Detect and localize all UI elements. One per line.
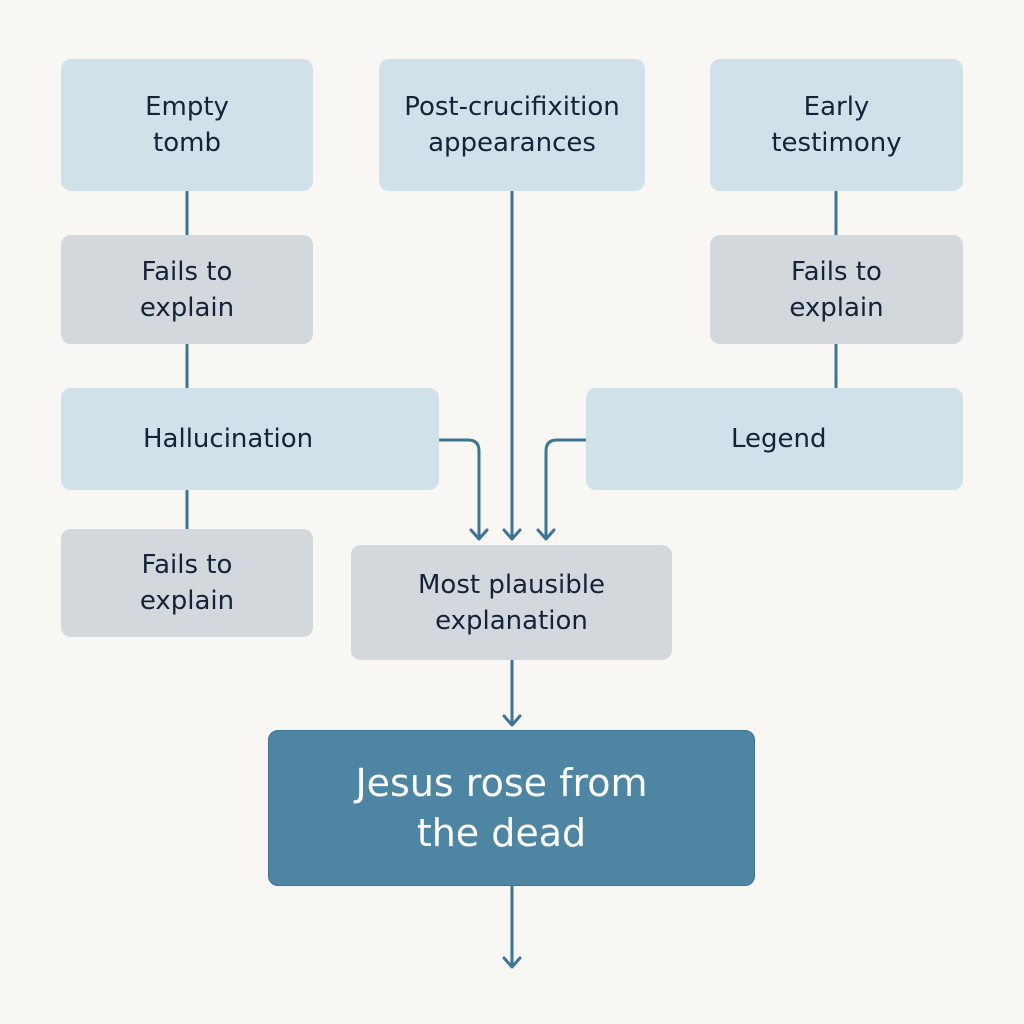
node-conclusion: Jesus rose from the dead xyxy=(268,730,755,886)
arrow-appearances-to-plausible xyxy=(502,190,522,541)
arrow-hallucination-to-plausible xyxy=(438,438,489,541)
arrow-plausible-to-conclusion xyxy=(502,659,522,727)
arrow-conclusion-down xyxy=(502,885,522,969)
node-fails-to-explain-left-2: Fails to explain xyxy=(61,529,313,637)
node-early-testimony: Early testimony xyxy=(710,59,963,191)
node-fails-to-explain-right-1: Fails to explain xyxy=(710,235,963,344)
node-legend: Legend xyxy=(586,388,963,490)
arrow-legend-to-plausible xyxy=(536,438,588,541)
node-fails-to-explain-left-1: Fails to explain xyxy=(61,235,313,344)
node-hallucination: Hallucination xyxy=(61,388,439,490)
node-empty-tomb: Empty tomb xyxy=(61,59,313,191)
node-most-plausible-explanation: Most plausible explanation xyxy=(351,545,672,660)
node-post-crucifixion-appearances: Post-crucifixition appearances xyxy=(379,59,645,191)
